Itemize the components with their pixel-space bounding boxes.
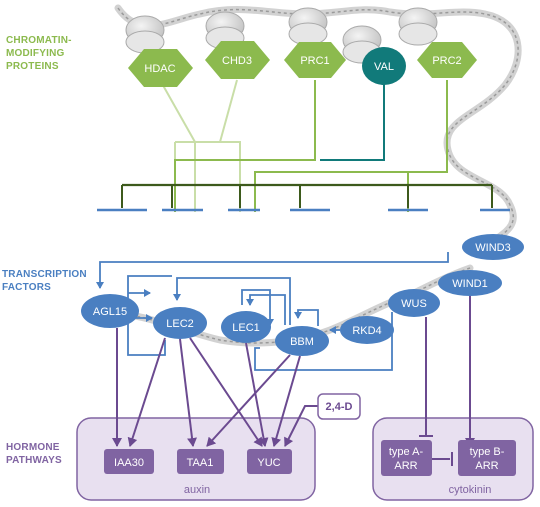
nucleosome xyxy=(125,15,165,54)
type-b-arr-label-line2: ARR xyxy=(475,460,498,472)
hormone-regulation-arrows xyxy=(112,296,475,466)
wind1-node[interactable]: WIND1 xyxy=(438,270,502,296)
hdac-label: HDAC xyxy=(144,63,175,75)
chromatin-label-line3: PROTEINS xyxy=(6,61,59,72)
wind3-label: WIND3 xyxy=(475,242,510,254)
yuc-node[interactable]: YUC xyxy=(247,449,292,474)
prc2-node[interactable]: PRC2 xyxy=(417,42,477,78)
rkd4-label: RKD4 xyxy=(352,325,381,337)
wind1-label: WIND1 xyxy=(452,278,487,290)
iaa30-node[interactable]: IAA30 xyxy=(104,449,154,474)
wind3-node[interactable]: WIND3 xyxy=(462,234,524,260)
nucleosome xyxy=(288,7,328,46)
lec2-label: LEC2 xyxy=(166,318,194,330)
agl15-node[interactable]: AGL15 xyxy=(81,294,139,328)
transcription-factors-label: TRANSCRIPTION FACTORS xyxy=(2,268,102,294)
type-a-arr-label-line2: ARR xyxy=(394,460,417,472)
tf-label-line1: TRANSCRIPTION xyxy=(2,269,87,280)
bbm-node[interactable]: BBM xyxy=(275,326,329,356)
chromatin-connector-lines xyxy=(159,79,448,212)
wus-node[interactable]: WUS xyxy=(388,289,440,317)
chromatin-modifying-proteins-label: CHROMATIN- MODIFYING PROTEINS xyxy=(6,34,116,73)
taa1-label: TAA1 xyxy=(187,457,214,469)
hormone-label-line1: HORMONE xyxy=(6,442,60,453)
taa1-node[interactable]: TAA1 xyxy=(177,449,224,474)
type-a-arr-node[interactable]: type A- ARR xyxy=(381,440,432,476)
lec1-label: LEC1 xyxy=(232,322,260,334)
tf-regulation-arrows xyxy=(96,252,449,371)
rkd4-node[interactable]: RKD4 xyxy=(340,316,394,344)
chromatin-label-line1: CHROMATIN- xyxy=(6,35,72,46)
type-a-arr-label-line1: type A- xyxy=(389,446,424,458)
tf-label-line2: FACTORS xyxy=(2,282,51,293)
wus-label: WUS xyxy=(401,298,427,310)
prc1-label: PRC1 xyxy=(300,55,329,67)
d24-label: 2,4-D xyxy=(326,401,353,413)
prc2-label: PRC2 xyxy=(432,55,461,67)
chromatin-label-line2: MODIFYING xyxy=(6,48,65,59)
agl15-label: AGL15 xyxy=(93,306,127,318)
target-gene-bars xyxy=(97,183,510,212)
auxin-label: auxin xyxy=(184,484,210,496)
type-b-arr-label-line1: type B- xyxy=(470,446,505,458)
d24-node[interactable]: 2,4-D xyxy=(317,393,361,420)
nucleosome xyxy=(398,7,438,46)
lec1-node[interactable]: LEC1 xyxy=(221,311,271,343)
type-b-arr-node[interactable]: type B- ARR xyxy=(458,440,516,476)
cytokinin-label: cytokinin xyxy=(449,484,492,496)
prc1-node[interactable]: PRC1 xyxy=(284,42,346,78)
iaa30-label: IAA30 xyxy=(114,457,144,469)
val-label: VAL xyxy=(374,61,394,73)
bbm-label: BBM xyxy=(290,336,314,348)
lec2-node[interactable]: LEC2 xyxy=(153,307,207,339)
hormone-label-line2: PATHWAYS xyxy=(6,455,62,466)
hormone-pathways-label: HORMONE PATHWAYS xyxy=(6,441,106,467)
chd3-label: CHD3 xyxy=(222,55,252,67)
val-node[interactable]: VAL xyxy=(362,47,406,85)
hdac-node[interactable]: HDAC xyxy=(128,49,193,87)
yuc-label: YUC xyxy=(257,457,280,469)
chd3-node[interactable]: CHD3 xyxy=(205,41,270,79)
